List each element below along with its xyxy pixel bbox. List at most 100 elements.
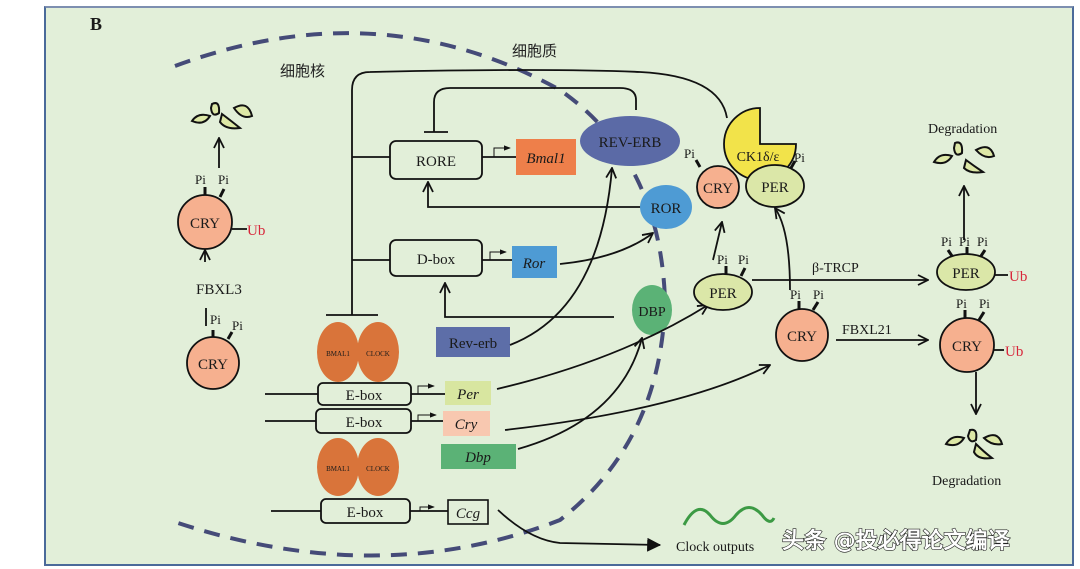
dbp-gene-label: Dbp — [464, 450, 491, 466]
rore-label: RORE — [416, 154, 456, 170]
cry-protein — [186, 336, 240, 390]
pi-label: Pi — [738, 252, 749, 267]
per-protein — [693, 273, 753, 311]
phosphate-bond — [694, 159, 702, 168]
cry-translation-arrow — [504, 365, 770, 431]
watermark: 头条 @投必得论文编译 — [782, 528, 1011, 554]
phosphate-bond — [739, 267, 747, 277]
pi-label: Pi — [977, 234, 988, 249]
ror-gene — [512, 246, 557, 278]
ccg-output-arrow — [497, 509, 662, 552]
bmal1-label: BMAL1 — [326, 465, 350, 473]
bmal1-protein — [317, 322, 359, 382]
ub-label: Ub — [1005, 344, 1023, 360]
rev-erb-protein — [580, 116, 680, 166]
bmal1-label: BMAL1 — [326, 350, 350, 358]
degradation-label-bottom: Degradation — [932, 474, 1001, 489]
panel-label: B — [90, 14, 102, 34]
pi-label: Pi — [794, 150, 805, 165]
phosphate-bond — [789, 160, 797, 169]
rore-promoter — [389, 140, 483, 180]
dbox-label: D-box — [417, 252, 456, 268]
pi-label: Pi — [956, 296, 967, 311]
bmal1-gene — [516, 139, 576, 175]
dbp-protein-label: DBP — [638, 305, 665, 320]
cry-protein — [696, 165, 740, 209]
ror-translation-arrow — [559, 233, 653, 265]
ccg-gene-label: Ccg — [456, 506, 481, 522]
per-label: PER — [952, 266, 980, 282]
per-label: PER — [761, 180, 789, 196]
cry-gene — [443, 411, 490, 436]
per-to-complex-arrow — [712, 222, 722, 261]
clock-protein — [357, 438, 399, 496]
transcription-start-icon — [417, 412, 437, 421]
per-gene — [445, 381, 491, 405]
phosphate-bond — [226, 331, 234, 340]
ck1-kinase — [723, 107, 797, 181]
btrcp-label: β-TRCP — [812, 261, 859, 276]
degradation-fragments-icon — [932, 141, 996, 174]
clock-label: CLOCK — [366, 350, 390, 358]
pi-label: Pi — [717, 252, 728, 267]
nucleus-label: 细胞核 — [280, 62, 325, 80]
cry-label: CRY — [952, 339, 982, 355]
transcription-start-icon — [489, 249, 507, 260]
bmal1-gene-label: Bmal1 — [526, 151, 565, 167]
phosphate-bond — [946, 249, 954, 257]
cry-protein — [775, 308, 829, 362]
degradation-fragments-icon — [944, 428, 1004, 460]
ebox-cry-label: E-box — [346, 415, 383, 431]
transcription-start-icon — [493, 145, 511, 157]
phosphate-bond — [977, 311, 986, 321]
pi-label: Pi — [790, 287, 801, 302]
dbp-activation-arrow — [445, 283, 614, 318]
cry-per-repression-line — [351, 69, 728, 315]
clock-protein — [357, 322, 399, 382]
ub-label: Ub — [247, 223, 265, 239]
rev-erb-gene-label: Rev-erb — [449, 336, 497, 352]
ror-gene-label: Ror — [522, 256, 546, 272]
ebox-ccg-label: E-box — [347, 505, 384, 521]
cry-label: CRY — [198, 357, 228, 373]
per-translation-arrow — [496, 305, 708, 390]
cytoplasm-label: 细胞质 — [512, 42, 557, 60]
dbp-protein — [632, 285, 672, 335]
fbxl21-label: FBXL21 — [842, 323, 892, 338]
ror-protein — [640, 185, 692, 229]
phosphate-bond — [218, 188, 226, 198]
pi-label: Pi — [813, 287, 824, 302]
cry-to-complex-arrow — [775, 208, 791, 291]
ror-protein-label: ROR — [651, 201, 682, 217]
pi-label: Pi — [941, 234, 952, 249]
phosphate-bond — [979, 249, 987, 257]
cry-label: CRY — [703, 181, 733, 197]
pi-label: Pi — [210, 312, 221, 327]
pi-label: Pi — [195, 172, 206, 187]
pi-label: Pi — [218, 172, 229, 187]
ebox-per-label: E-box — [346, 388, 383, 404]
clock-outputs-label: Clock outputs — [676, 540, 754, 555]
ck1-label: CK1δ/ε — [737, 150, 780, 165]
rev-erb-protein-label: REV-ERB — [599, 135, 662, 151]
rev-erb-gene — [436, 327, 510, 357]
ror-activation-arrow — [428, 182, 642, 208]
cry-label: CRY — [787, 329, 817, 345]
cry-label: CRY — [190, 216, 220, 232]
fbxl3-label: FBXL3 — [196, 282, 242, 298]
cry-protein — [939, 317, 995, 373]
transcription-start-icon — [419, 504, 435, 511]
cry-gene-label: Cry — [455, 417, 478, 433]
clock-label: CLOCK — [366, 465, 390, 473]
pi-label: Pi — [959, 234, 970, 249]
phosphate-bond — [811, 301, 820, 311]
pi-label: Pi — [979, 296, 990, 311]
transcription-start-icon — [417, 383, 435, 394]
rev-erb-repression-line — [433, 87, 637, 132]
ccg-gene — [447, 499, 489, 525]
per-gene-label: Per — [456, 387, 479, 403]
diagram-panel — [44, 6, 1074, 566]
degradation-label-top: Degradation — [928, 122, 997, 137]
per-label: PER — [709, 286, 737, 302]
